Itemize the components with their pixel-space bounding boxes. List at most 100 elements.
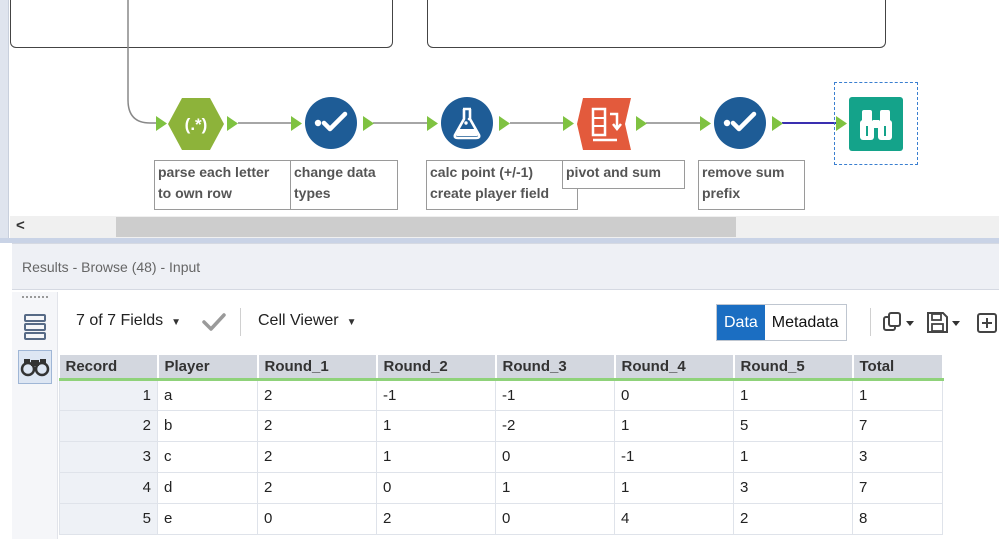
scrollbar-thumb[interactable]	[116, 217, 736, 237]
record-cell[interactable]: 5	[59, 502, 158, 535]
input-anchor[interactable]	[291, 116, 302, 131]
list-view-button[interactable]	[18, 310, 52, 344]
column-header[interactable]: Round_3	[495, 355, 616, 381]
table-header-row: Record Player Round_1 Round_2 Round_3 Ro…	[59, 355, 944, 381]
table-cell[interactable]: 1	[614, 409, 734, 442]
scroll-left-icon[interactable]: <	[16, 217, 25, 234]
browse-view-button[interactable]	[18, 350, 52, 384]
column-header[interactable]: Record	[59, 355, 159, 381]
pane-splitter[interactable]	[0, 238, 999, 243]
column-header[interactable]: Round_2	[376, 355, 497, 381]
tool-container-left[interactable]	[10, 0, 393, 48]
table-cell[interactable]: 0	[495, 502, 615, 535]
copy-icon	[883, 312, 914, 331]
table-cell[interactable]: 0	[257, 502, 377, 535]
table-cell[interactable]: 1	[852, 378, 943, 411]
record-cell[interactable]: 2	[59, 409, 158, 442]
table-cell[interactable]: c	[157, 440, 258, 473]
checkmark-icon	[723, 111, 757, 132]
table-cell[interactable]: 1	[376, 409, 496, 442]
table-cell[interactable]: 1	[733, 378, 853, 411]
expand-button[interactable]	[976, 313, 999, 336]
table-row[interactable]: 1 a 2 -1 -1 0 1 1	[59, 378, 943, 411]
output-anchor[interactable]	[772, 116, 783, 131]
flask-icon	[453, 107, 481, 140]
data-tab[interactable]: Data	[717, 305, 765, 340]
table-row[interactable]: 2 b 2 1 -2 1 5 7	[59, 409, 943, 442]
table-cell[interactable]: 1	[614, 471, 734, 504]
output-anchor[interactable]	[636, 116, 647, 131]
record-cell[interactable]: 3	[59, 440, 158, 473]
output-anchor[interactable]	[499, 116, 510, 131]
table-cell[interactable]: e	[157, 502, 258, 535]
table-cell[interactable]: 2	[257, 409, 377, 442]
table-cell[interactable]: 1	[733, 440, 853, 473]
input-anchor[interactable]	[563, 116, 574, 131]
table-cell[interactable]: 7	[852, 471, 943, 504]
table-cell[interactable]: 3	[852, 440, 943, 473]
output-anchor[interactable]	[363, 116, 374, 131]
record-cell[interactable]: 1	[59, 378, 158, 411]
table-cell[interactable]: -1	[376, 378, 496, 411]
output-anchor[interactable]	[227, 116, 238, 131]
input-anchor[interactable]	[427, 116, 438, 131]
table-cell[interactable]: -1	[495, 378, 615, 411]
formula-tool[interactable]	[441, 97, 493, 149]
column-header[interactable]: Player	[157, 355, 259, 381]
column-header[interactable]: Round_1	[257, 355, 378, 381]
table-cell[interactable]: 4	[614, 502, 734, 535]
apply-checkmark-icon[interactable]	[202, 313, 226, 334]
table-cell[interactable]: 1	[495, 471, 615, 504]
binoculars-icon	[860, 110, 892, 140]
table-cell[interactable]: a	[157, 378, 258, 411]
table-row[interactable]: 3 c 2 1 0 -1 1 3	[59, 440, 943, 473]
column-header[interactable]: Round_5	[733, 355, 854, 381]
regex-tool[interactable]: (.*)	[168, 97, 224, 151]
drag-handle[interactable]	[22, 296, 48, 299]
table-cell[interactable]: 2	[376, 502, 496, 535]
input-anchor[interactable]	[156, 116, 167, 131]
table-cell[interactable]: 0	[495, 440, 615, 473]
table-cell[interactable]: 8	[852, 502, 943, 535]
table-cell[interactable]: 2	[733, 502, 853, 535]
save-button[interactable]	[926, 311, 962, 336]
workflow-canvas[interactable]: (.*)	[0, 0, 999, 240]
caret-down-icon: ▼	[346, 317, 357, 328]
table-cell[interactable]: 0	[376, 471, 496, 504]
select-tool-remove-prefix[interactable]	[714, 97, 766, 149]
table-cell[interactable]: -1	[614, 440, 734, 473]
table-cell[interactable]: d	[157, 471, 258, 504]
binoculars-icon	[20, 359, 50, 377]
table-cell[interactable]: 2	[257, 471, 377, 504]
table-cell[interactable]: 0	[614, 378, 734, 411]
table-cell[interactable]: 2	[257, 440, 377, 473]
toolbar-divider	[870, 308, 871, 336]
table-cell[interactable]: 5	[733, 409, 853, 442]
table-cell[interactable]: b	[157, 409, 258, 442]
column-header[interactable]: Round_4	[614, 355, 735, 381]
cell-viewer-label: Cell Viewer	[258, 312, 339, 329]
table-row[interactable]: 5 e 0 2 0 4 2 8	[59, 502, 943, 535]
regex-icon-text: (.*)	[185, 115, 208, 134]
table-row[interactable]: 4 d 2 0 1 1 3 7	[59, 471, 943, 504]
browse-tool[interactable]	[849, 97, 903, 151]
input-anchor[interactable]	[836, 116, 847, 131]
metadata-tab[interactable]: Metadata	[764, 305, 846, 340]
select-tool-change-types[interactable]	[305, 97, 357, 149]
table-cell[interactable]: 2	[257, 378, 377, 411]
table-cell[interactable]: 3	[733, 471, 853, 504]
column-header[interactable]: Total	[852, 355, 944, 381]
copy-button[interactable]	[882, 312, 916, 335]
input-anchor[interactable]	[700, 116, 711, 131]
tool-container-right[interactable]	[427, 0, 886, 48]
table-cell[interactable]: -2	[495, 409, 615, 442]
horizontal-scrollbar[interactable]: <	[10, 216, 999, 238]
fields-dropdown[interactable]: 7 of 7 Fields▼	[76, 312, 181, 330]
table-cell[interactable]: 1	[376, 440, 496, 473]
cell-viewer-dropdown[interactable]: Cell Viewer ▼	[258, 312, 357, 330]
table-cell[interactable]: 7	[852, 409, 943, 442]
crosstab-tool[interactable]	[577, 98, 631, 150]
annotation-change-types: change data types	[290, 160, 398, 210]
annotation-parse-letters: parse each letter to own row	[154, 160, 291, 210]
record-cell[interactable]: 4	[59, 471, 158, 504]
